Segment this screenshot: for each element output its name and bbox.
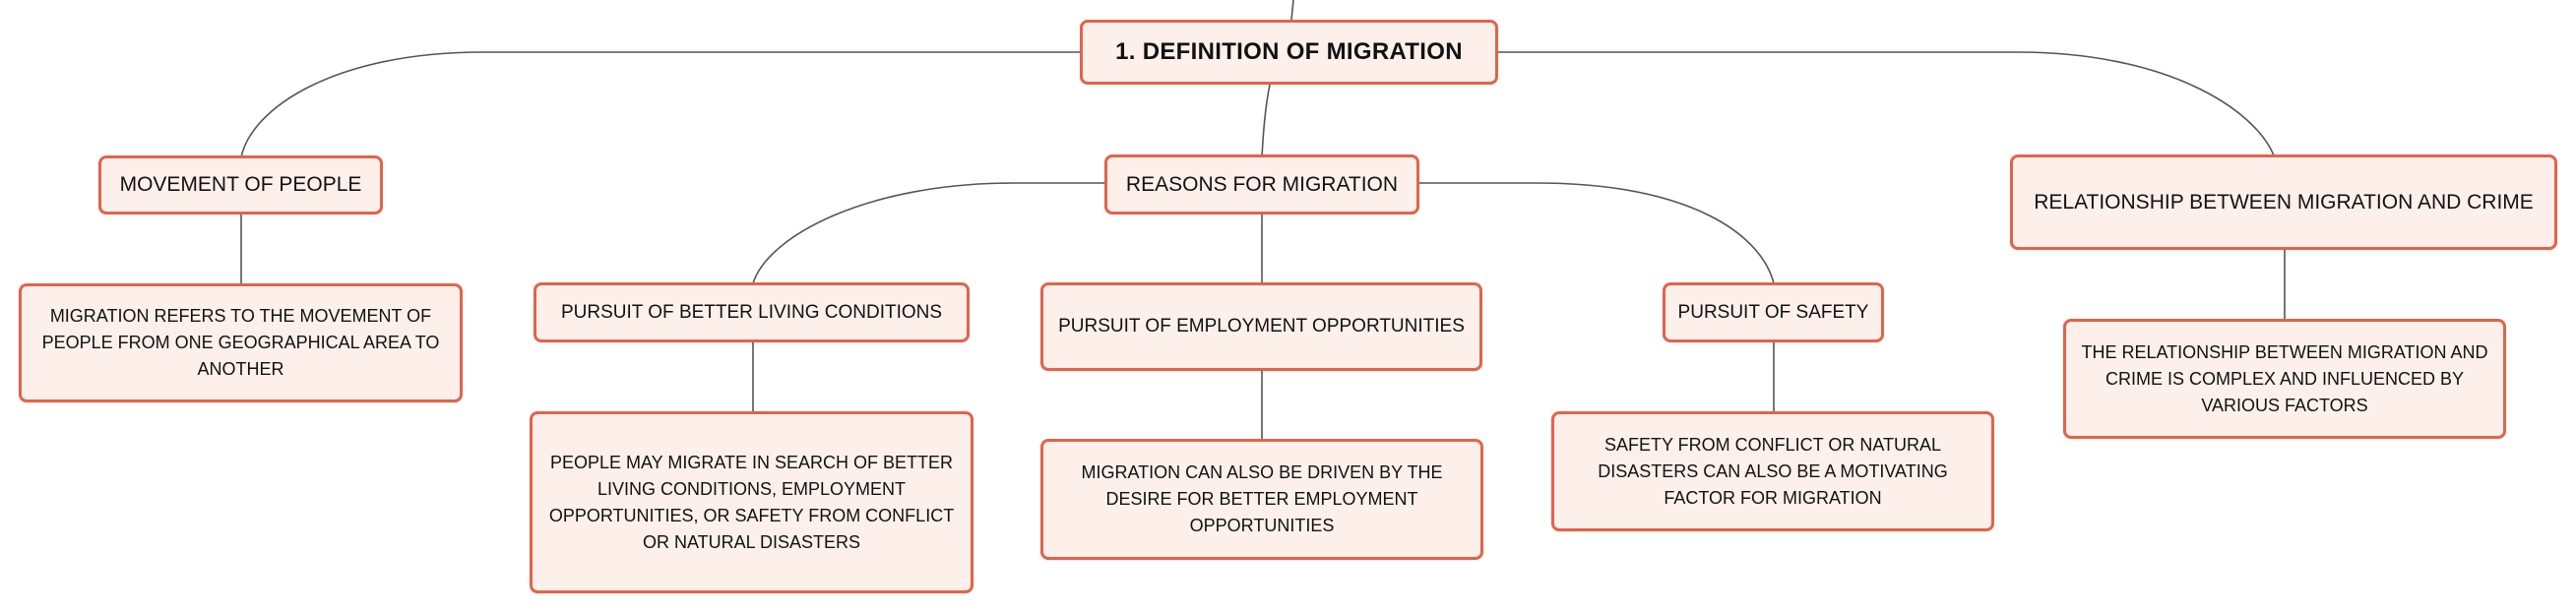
subtopic-employment-opportunities-label: PURSUIT OF EMPLOYMENT OPPORTUNITIES: [1058, 316, 1465, 337]
connector-root-reasons: [1261, 84, 1271, 158]
note-safety[interactable]: SAFETY FROM CONFLICT OR NATURAL DISASTER…: [1551, 411, 1994, 531]
root-topic[interactable]: 1. DEFINITION OF MIGRATION: [1080, 20, 1498, 85]
root-topic-label: 1. DEFINITION OF MIGRATION: [1115, 38, 1463, 65]
note-migration-and-crime[interactable]: THE RELATIONSHIP BETWEEN MIGRATION AND C…: [2063, 319, 2506, 439]
note-movement-of-people[interactable]: MIGRATION REFERS TO THE MOVEMENT OF PEOP…: [19, 283, 463, 402]
topic-reasons-for-migration-label: REASONS FOR MIGRATION: [1125, 172, 1399, 196]
topic-movement-of-people-label: MOVEMENT OF PEOPLE: [119, 173, 362, 196]
connector-root-crime: [1497, 51, 2275, 156]
note-migration-and-crime-text: THE RELATIONSHIP BETWEEN MIGRATION AND C…: [2081, 341, 2488, 415]
subtopic-safety-label: PURSUIT OF SAFETY: [1677, 301, 1869, 323]
note-employment-opportunities-text: MIGRATION CAN ALSO BE DRIVEN BY THE DESI…: [1081, 462, 1443, 535]
note-better-living-conditions-text: PEOPLE MAY MIGRATE IN SEARCH OF BETTER L…: [548, 452, 955, 552]
note-better-living-conditions[interactable]: PEOPLE MAY MIGRATE IN SEARCH OF BETTER L…: [530, 411, 974, 593]
connector-root-parent: [1290, 0, 1294, 21]
note-employment-opportunities[interactable]: MIGRATION CAN ALSO BE DRIVEN BY THE DESI…: [1040, 439, 1483, 560]
connector-reasons-living: [752, 182, 1105, 284]
subtopic-better-living-conditions-label: PURSUIT OF BETTER LIVING CONDITIONS: [560, 301, 943, 323]
topic-movement-of-people[interactable]: MOVEMENT OF PEOPLE: [98, 155, 383, 215]
note-movement-of-people-text: MIGRATION REFERS TO THE MOVEMENT OF PEOP…: [41, 306, 440, 379]
subtopic-employment-opportunities[interactable]: PURSUIT OF EMPLOYMENT OPPORTUNITIES: [1040, 282, 1482, 371]
connector-root-movement: [240, 51, 1081, 158]
note-safety-text: SAFETY FROM CONFLICT OR NATURAL DISASTER…: [1598, 434, 1948, 508]
subtopic-safety[interactable]: PURSUIT OF SAFETY: [1663, 282, 1884, 342]
connector-reasons-safety: [1418, 182, 1775, 284]
subtopic-better-living-conditions[interactable]: PURSUIT OF BETTER LIVING CONDITIONS: [534, 282, 970, 342]
topic-reasons-for-migration[interactable]: REASONS FOR MIGRATION: [1104, 154, 1419, 215]
topic-migration-and-crime-label: RELATIONSHIP BETWEEN MIGRATION AND CRIME: [2034, 190, 2534, 214]
topic-migration-and-crime[interactable]: RELATIONSHIP BETWEEN MIGRATION AND CRIME: [2010, 154, 2557, 250]
